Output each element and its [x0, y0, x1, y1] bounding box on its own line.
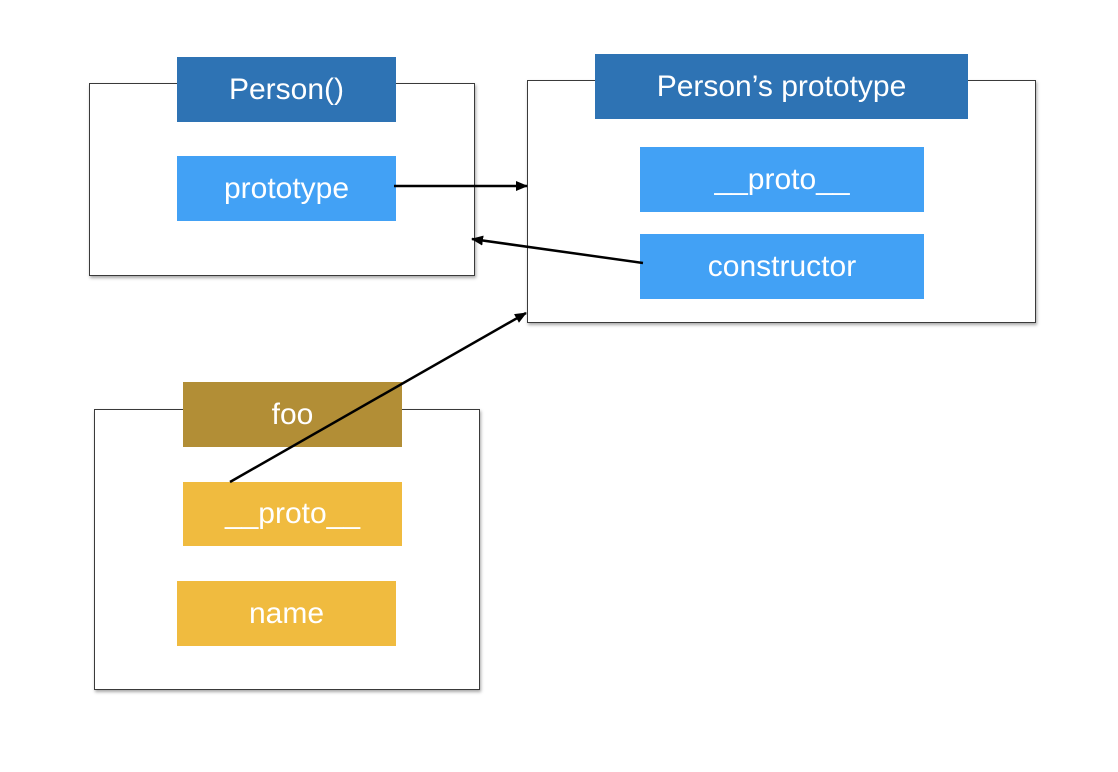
prototype-constructor-field: constructor	[640, 234, 924, 299]
person-function-title: Person()	[177, 57, 396, 122]
person-prototype-title: Person’s prototype	[595, 54, 968, 119]
foo-instance-title: foo	[183, 382, 402, 447]
foo-proto-field: __proto__	[183, 482, 402, 546]
prototype-proto-field: __proto__	[640, 147, 924, 212]
foo-instance-frame	[94, 409, 480, 690]
person-prototype-field: prototype	[177, 156, 396, 221]
foo-name-field: name	[177, 581, 396, 646]
